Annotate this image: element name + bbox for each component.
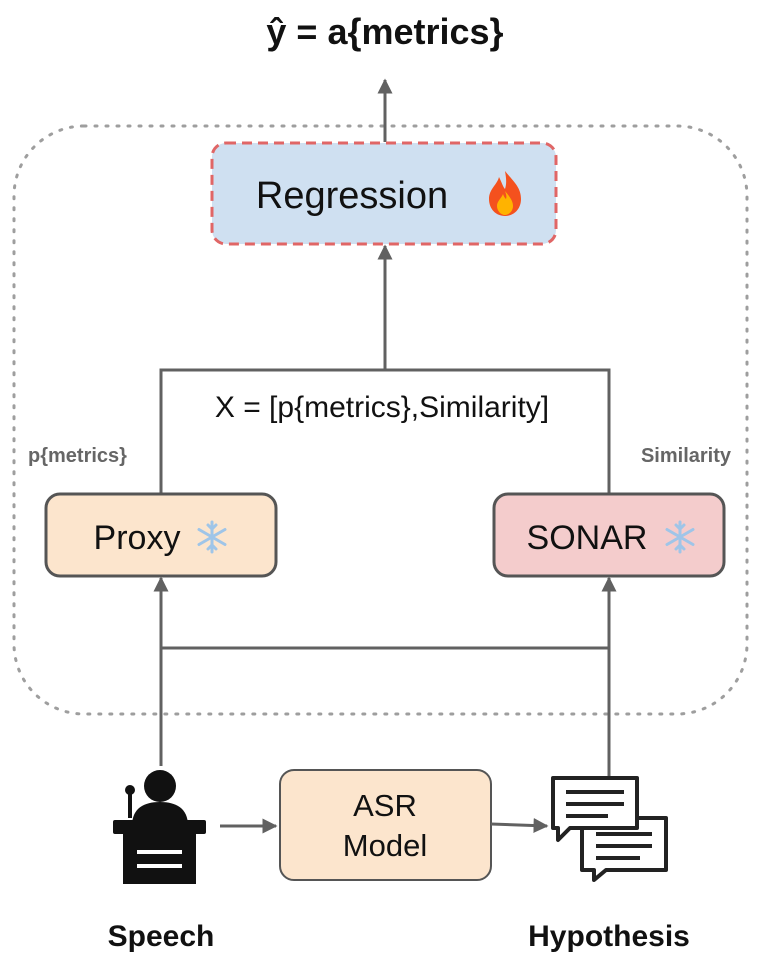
regression-node: Regression [210, 141, 558, 246]
feature-vector-label: X = [p{metrics},Similarity] [215, 391, 549, 424]
sonar-label: SONAR [527, 519, 648, 557]
snowflake-icon [665, 520, 695, 554]
model-group-boundary [12, 124, 749, 716]
proxy-node: Proxy [44, 492, 278, 578]
proxy-output-label: p{metrics} [28, 445, 127, 467]
chat-bubbles-icon [551, 776, 668, 882]
fire-icon [489, 171, 521, 216]
arrow-asr-to-hypothesis [490, 818, 549, 834]
speaker-podium-icon [113, 770, 206, 884]
speech-label: Speech [108, 920, 215, 953]
output-formula: ŷ = a{metrics} [266, 11, 503, 52]
asr-label-line1: ASR [353, 788, 417, 823]
feature-connector [159, 368, 611, 494]
proxy-label: Proxy [94, 519, 181, 557]
hypothesis-label: Hypothesis [528, 920, 690, 953]
sonar-output-label: Similarity [641, 445, 732, 467]
asr-model-node: ASR Model [279, 769, 492, 881]
snowflake-icon [197, 520, 227, 554]
sonar-node: SONAR [492, 492, 726, 578]
asr-label-line2: Model [343, 828, 427, 863]
regression-label: Regression [256, 175, 448, 217]
